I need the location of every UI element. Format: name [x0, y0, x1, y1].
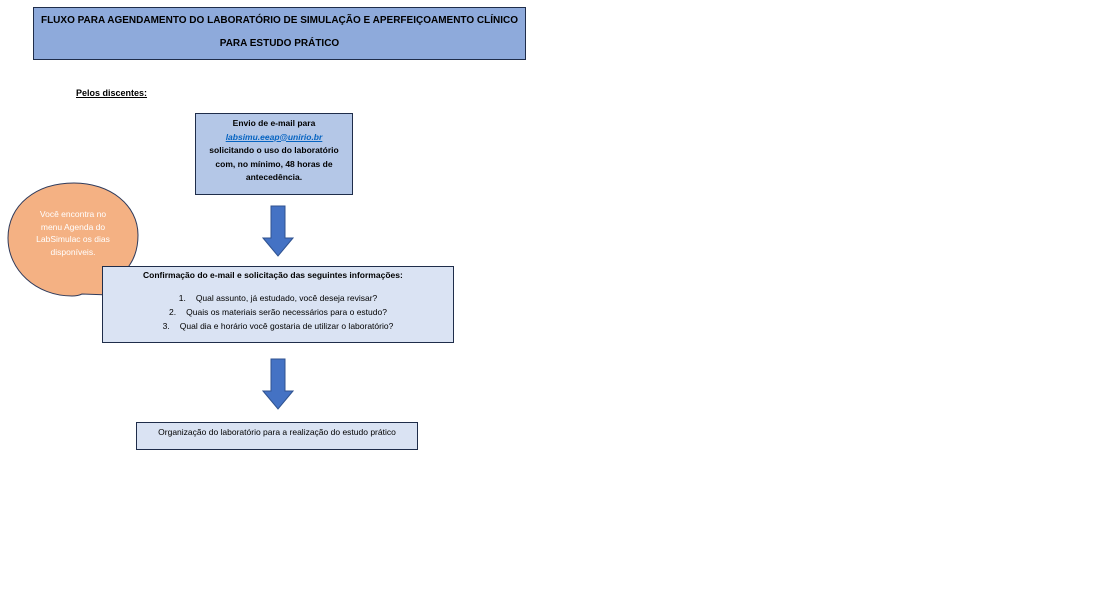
section-label: Pelos discentes:	[76, 88, 148, 98]
email-request-box: Envio de e-mail para labsimu.eeap@unirio…	[195, 113, 353, 195]
email-line-3: com, no mínimo, 48 horas de	[215, 158, 333, 169]
title-line-1: FLUXO PARA AGENDAMENTO DO LABORATÓRIO DE…	[40, 15, 519, 26]
email-line-2: solicitando o uso do laboratório	[209, 145, 339, 155]
confirmation-heading: Confirmação do e-mail e solicitação das …	[143, 270, 403, 280]
title-box: FLUXO PARA AGENDAMENTO DO LABORATÓRIO DE…	[33, 7, 526, 60]
question-item: 3.Qual dia e horário você gostaria de ut…	[162, 321, 394, 331]
email-line-1: Envio de e-mail para	[232, 118, 316, 128]
organization-box: Organização do laboratório para a realiz…	[136, 422, 418, 450]
down-arrow-2	[262, 358, 294, 410]
confirmation-box: Confirmação do e-mail e solicitação das …	[102, 266, 454, 343]
question-item: 2.Quais os materiais serão necessários p…	[169, 307, 387, 317]
question-item: 1.Qual assunto, já estudado, você deseja…	[178, 293, 378, 303]
question-list: 1.Qual assunto, já estudado, você deseja…	[103, 291, 453, 333]
email-link[interactable]: labsimu.eeap@unirio.br	[225, 131, 323, 142]
callout-text: Você encontra no menu Agenda do LabSimul…	[36, 209, 110, 257]
down-arrow-1	[262, 205, 294, 257]
email-line-4: antecedência.	[245, 172, 303, 182]
title-line-2: PARA ESTUDO PRÁTICO	[219, 38, 340, 49]
